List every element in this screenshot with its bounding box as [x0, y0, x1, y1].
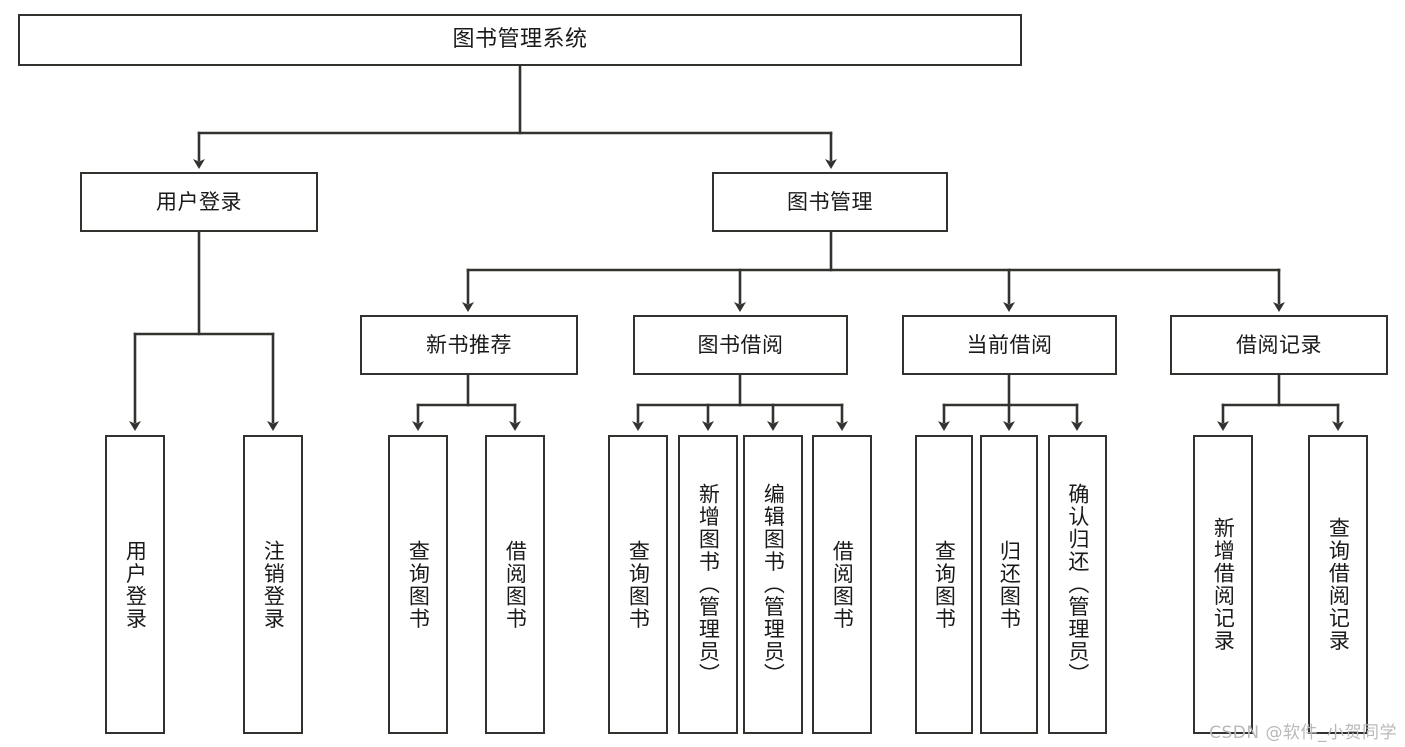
node-label: 图书借阅 [697, 332, 784, 357]
leaf-return-books[interactable]: 归还图书 [980, 435, 1038, 734]
node-label: 编辑图书（管理员） [761, 483, 786, 686]
leaf-query-books-borrow[interactable]: 查询图书 [608, 435, 668, 734]
leaf-edit-book-admin[interactable]: 编辑图书（管理员） [743, 435, 803, 734]
leaf-borrow-books[interactable]: 借阅图书 [812, 435, 872, 734]
leaf-add-borrow-record[interactable]: 新增借阅记录 [1193, 435, 1253, 734]
leaf-borrow-books-recommend[interactable]: 借阅图书 [485, 435, 545, 734]
leaf-query-books-current[interactable]: 查询图书 [915, 435, 973, 734]
node-label: 查询图书 [626, 539, 651, 630]
node-label: 借阅记录 [1236, 332, 1322, 357]
node-label: 借阅图书 [830, 539, 855, 630]
node-label: 图书管理系统 [452, 27, 588, 53]
node-label: 查询图书 [406, 539, 431, 630]
leaf-query-books-recommend[interactable]: 查询图书 [388, 435, 448, 734]
node-label: 图书管理 [787, 189, 873, 214]
leaf-logout[interactable]: 注销登录 [243, 435, 303, 734]
node-new-book-recommendation[interactable]: 新书推荐 [360, 315, 578, 375]
leaf-add-book-admin[interactable]: 新增图书（管理员） [678, 435, 738, 734]
node-label: 用户登录 [156, 189, 242, 214]
node-label: 查询图书 [932, 539, 957, 630]
leaf-confirm-return-admin[interactable]: 确认归还（管理员） [1048, 435, 1107, 734]
node-borrow-records[interactable]: 借阅记录 [1170, 315, 1388, 375]
node-label: 归还图书 [997, 539, 1022, 630]
node-label: 新书推荐 [426, 332, 512, 357]
node-root-book-management-system[interactable]: 图书管理系统 [18, 14, 1022, 66]
node-label: 用户登录 [123, 539, 148, 630]
node-label: 新增图书（管理员） [696, 483, 721, 686]
leaf-query-borrow-record[interactable]: 查询借阅记录 [1308, 435, 1368, 734]
node-label: 新增借阅记录 [1211, 517, 1236, 652]
node-book-management[interactable]: 图书管理 [712, 172, 948, 232]
node-label: 注销登录 [261, 539, 286, 630]
node-label: 查询借阅记录 [1326, 517, 1351, 652]
node-current-borrowing[interactable]: 当前借阅 [902, 315, 1117, 375]
node-book-borrowing[interactable]: 图书借阅 [633, 315, 848, 375]
node-label: 借阅图书 [503, 539, 528, 630]
node-label: 当前借阅 [966, 332, 1053, 357]
leaf-user-login[interactable]: 用户登录 [105, 435, 165, 734]
node-label: 确认归还（管理员） [1065, 483, 1090, 686]
node-user-login[interactable]: 用户登录 [80, 172, 318, 232]
